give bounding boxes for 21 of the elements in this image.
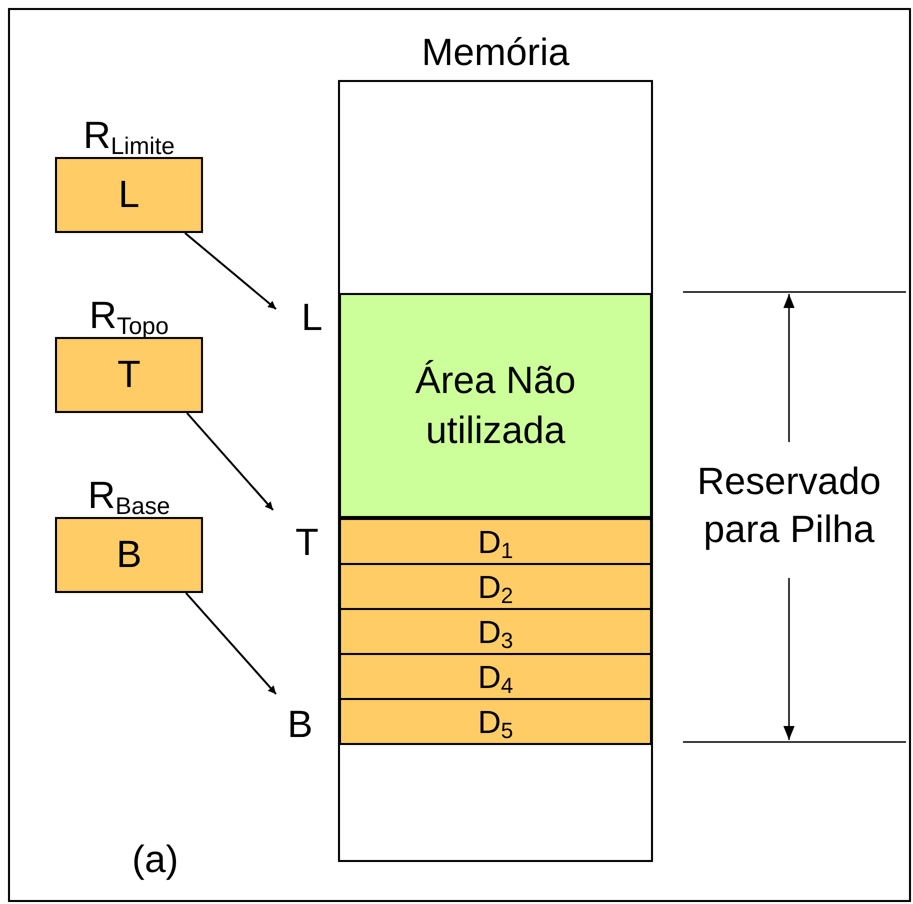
stack-slot: D$_{5}$ (339, 698, 652, 745)
arrow (186, 412, 274, 511)
pointer-label: T (287, 519, 327, 567)
figure-label: (a) (132, 838, 178, 882)
stack-slot: D$_{2}$ (339, 563, 652, 610)
unused-area: Área Não utilizada (339, 293, 652, 518)
register-value: T (117, 356, 141, 394)
stack-slot: D$_{4}$ (339, 653, 652, 700)
register-value: B (116, 536, 142, 574)
arrow (184, 232, 277, 310)
pointer-label: L (292, 294, 332, 342)
register-value: L (118, 176, 140, 214)
stack-slot: D$_{3}$ (339, 608, 652, 655)
pointer-label: B (280, 701, 320, 749)
stack-slot: D$_{1}$ (339, 518, 652, 565)
arrow (185, 592, 277, 695)
register-name: R$_{Limite}$ (82, 115, 176, 157)
register-name: R$_{Base}$ (86, 475, 172, 517)
dimension-label: Reservado para Pilha (696, 460, 882, 553)
column-heading: Memória (420, 31, 570, 76)
register-name: R$_{Topo}$ (88, 295, 170, 337)
